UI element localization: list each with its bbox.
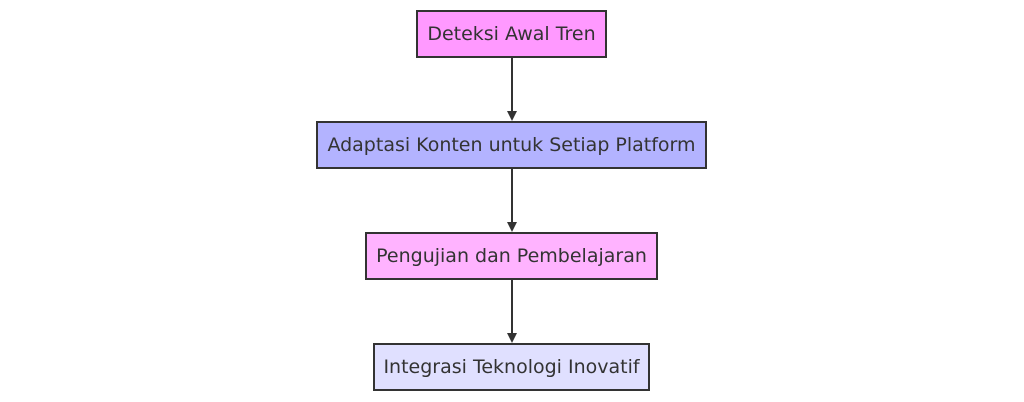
node-adaptasi-konten: Adaptasi Konten untuk Setiap Platform <box>316 121 707 169</box>
node-deteksi-awal-tren: Deteksi Awal Tren <box>416 10 607 58</box>
node-pengujian-dan-pembelajaran: Pengujian dan Pembelajaran <box>365 232 658 280</box>
node-label: Pengujian dan Pembelajaran <box>376 245 647 267</box>
node-label: Integrasi Teknologi Inovatif <box>383 356 640 378</box>
node-label: Adaptasi Konten untuk Setiap Platform <box>327 134 696 156</box>
node-label: Deteksi Awal Tren <box>427 23 596 45</box>
node-integrasi-teknologi: Integrasi Teknologi Inovatif <box>373 343 650 391</box>
